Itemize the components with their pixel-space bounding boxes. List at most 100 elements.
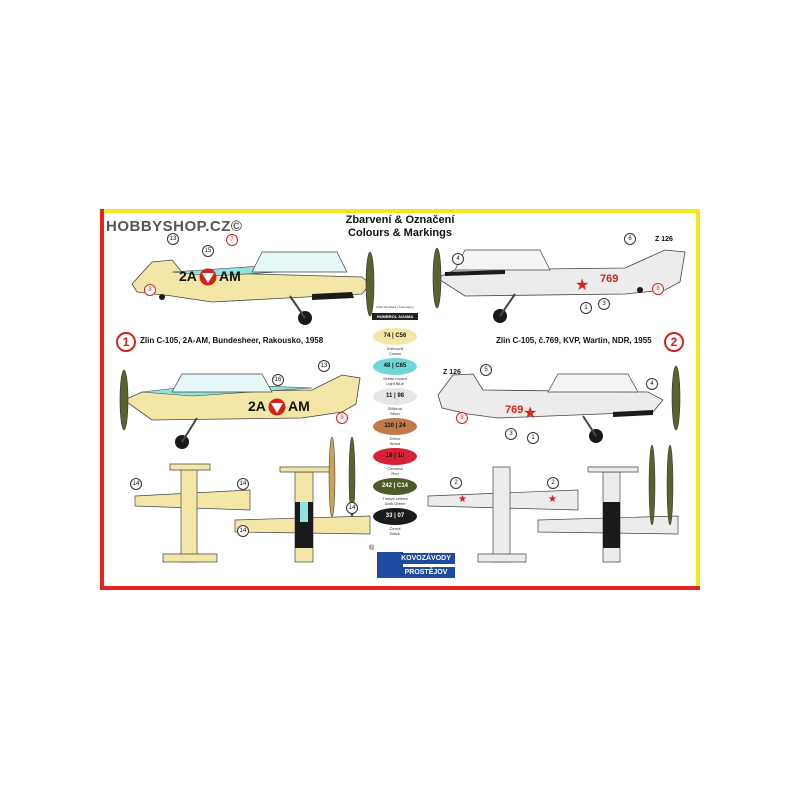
scheme1-profile-left [131,251,375,325]
agama-number: C56 [395,333,407,339]
paint-swatch: 33 | 07 [373,508,417,525]
svg-text:★: ★ [458,494,467,505]
logo-line1: KOVOZÁVODY [397,553,455,564]
propeller-drawings-left [328,436,356,518]
callout-14-b: 14 [237,478,249,490]
paint-name-english: Dark Green [384,501,406,506]
yellow-border-top [100,209,700,213]
separator: | [390,333,396,339]
separator: | [390,363,396,369]
callout-4: 4 [452,253,464,265]
paint-name-czech: Dřevo [389,436,401,441]
agama-number: 10 [397,453,405,459]
agama-number: 24 [399,423,406,429]
paint-name-english: Wood [389,441,401,446]
scheme1-caption: Zlin C-105, 2A-AM, Bundesheer, Rakousko,… [140,336,324,345]
scheme2-fuselage-number: 769 [600,273,619,285]
paint-swatch: 11 | 98 [373,388,417,405]
callout-2-a: 2 [450,477,462,489]
svg-text:★: ★ [523,405,537,422]
paint-name-czech: Černá [389,526,401,531]
callout-14-d: 14 [346,502,358,514]
red-border-bottom [100,586,700,590]
paint-name-czech: Světle modrá [383,376,407,381]
humbrol-number: 110 [384,423,394,429]
separator: | [393,423,399,429]
callout-4-b: 4 [646,378,658,390]
callout-8: 8 [144,284,156,296]
scheme2-tail-code-2: Z 126 [443,369,461,376]
paint-name-english: Silver [389,411,400,416]
svg-text:★: ★ [575,277,589,294]
separator: | [391,483,397,489]
callout-13-b: 13 [318,360,330,372]
callout-6: 6 [624,233,636,245]
callout-8-c: 8 [652,283,664,295]
logo-line2: PROSTĚJOV [397,567,455,578]
scheme1-top-views [134,463,371,563]
scheme2-fuselage-number-2: 769 [505,404,524,416]
red-border-left [100,209,104,590]
scheme1-code-left-2: 2A [248,398,266,414]
callout-14-c: 14 [237,525,249,537]
callout-3: 3 [598,298,610,310]
callout-14-a: 14 [130,478,142,490]
humbrol-number: 242 [381,483,392,489]
callout-15: 15 [202,245,214,257]
austria-triangle-roundel-2 [268,398,286,416]
page-title: Zbarvení & Označení Colours & Markings [320,214,480,240]
humbrol-number: 11 [385,393,393,399]
paint-name-czech: Tmavě zelená [382,496,408,501]
yellow-border-right [696,209,700,590]
callout-8-d: 8 [456,412,468,424]
registered-mark: ® [369,545,375,552]
paint-chart-header: Paint Numbers / Číslo barvy [376,305,414,309]
paint-swatch: 110 | 24 [373,418,417,435]
callout-1-b: 1 [527,432,539,444]
humbrol-number: 19 [385,453,393,459]
agama-number: C14 [397,483,409,489]
scheme1-code-right-2: AM [288,398,310,414]
callout-2-b: 2 [547,477,559,489]
scheme2-profile-left: ★ [437,365,681,443]
callout-8-b: 8 [336,412,348,424]
agama-number: C65 [395,363,407,369]
agama-number: 98 [397,393,405,399]
scheme2-caption: Zlin C-105, č.769, KVP, Wartin, NDR, 195… [496,336,652,345]
paint-swatch: 74 | C56 [373,328,417,345]
scheme2-top-views: ★ ★ [427,466,679,563]
humbrol-number: 33 [385,513,393,519]
propeller-drawings-right [648,444,674,526]
paint-name-english: Light Blue [386,381,404,386]
separator: | [392,453,398,459]
paint-name-czech: Červená [387,466,403,471]
callout-5: 5 [480,364,492,376]
paint-swatch: 19 | 10 [373,448,417,465]
callout-13: 13 [167,233,179,245]
title-czech: Zbarvení & Označení [345,214,455,226]
separator: | [392,393,398,399]
austria-triangle-roundel [199,268,217,286]
paint-brands-bar: HUMBROL AGAMA [372,313,418,320]
watermark: HOBBYSHOP.CZ© [106,218,243,235]
scheme1-code-right: AM [219,268,241,284]
scheme2-number-badge: 2 [664,332,684,352]
agama-number: 07 [397,513,405,519]
callout-1: 1 [580,302,592,314]
callout-7: 7 [226,234,238,246]
scheme1-number-badge: 1 [116,332,136,352]
paint-swatch: 242 | C14 [373,478,417,495]
paint-name-english: Red [391,471,399,476]
paint-name-czech: Stříbrná [387,406,403,411]
paint-swatch: 48 | C65 [373,358,417,375]
separator: | [392,513,398,519]
callout-16: 16 [272,374,284,386]
paint-name-czech: Krémová [386,346,403,351]
paint-name-english: Black [390,531,400,536]
